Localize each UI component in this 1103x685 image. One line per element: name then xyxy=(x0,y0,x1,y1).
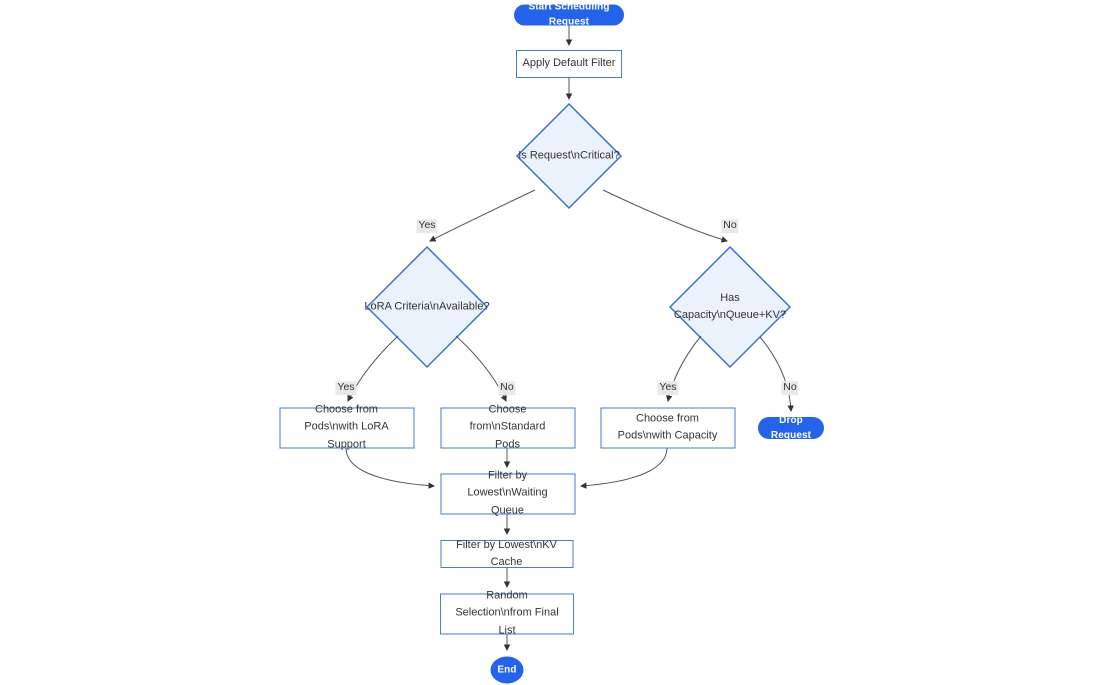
node-choose-pods-capacity: Choose from Pods\nwith Capacity xyxy=(600,407,735,448)
node-start: Start Scheduling Request xyxy=(514,1,624,28)
edge-label-capacity-yes: Yes xyxy=(657,381,679,395)
decision-has-capacity-shape xyxy=(668,245,792,369)
decision-is-request-critical-shape xyxy=(515,102,623,210)
node-filter-kv-cache: Filter by Lowest\nKV Cache xyxy=(440,539,573,568)
edge-critical-yes-to-lora xyxy=(429,189,536,242)
node-drop-request: Drop Request xyxy=(758,415,824,441)
node-random-selection: Random Selection\nfrom Final List xyxy=(440,590,574,636)
edge-capacity-yes-to-pods-capacity xyxy=(665,335,702,402)
node-choose-pods-lora: Choose from Pods\nwith LoRA Support xyxy=(279,404,414,450)
edge-pods-capacity-to-filter-queue xyxy=(580,447,668,489)
node-filter-waiting-queue: Filter by Lowest\nWaiting Queue xyxy=(440,470,575,516)
node-apply-default-filter: Apply Default Filter xyxy=(516,50,622,78)
edge-label-critical-yes: Yes xyxy=(416,219,438,233)
node-choose-standard-pods: Choose from\nStandard Pods xyxy=(440,404,575,450)
edge-pods-lora-to-filter-queue xyxy=(345,447,435,489)
node-end: End xyxy=(490,656,524,684)
edge-label-capacity-no: No xyxy=(781,381,799,395)
edge-capacity-no-to-drop xyxy=(759,336,794,412)
edge-label-critical-no: No xyxy=(721,219,739,233)
edge-label-lora-yes: Yes xyxy=(335,381,357,395)
edge-critical-no-to-capacity xyxy=(602,189,728,243)
edge-label-lora-no: No xyxy=(498,381,516,395)
